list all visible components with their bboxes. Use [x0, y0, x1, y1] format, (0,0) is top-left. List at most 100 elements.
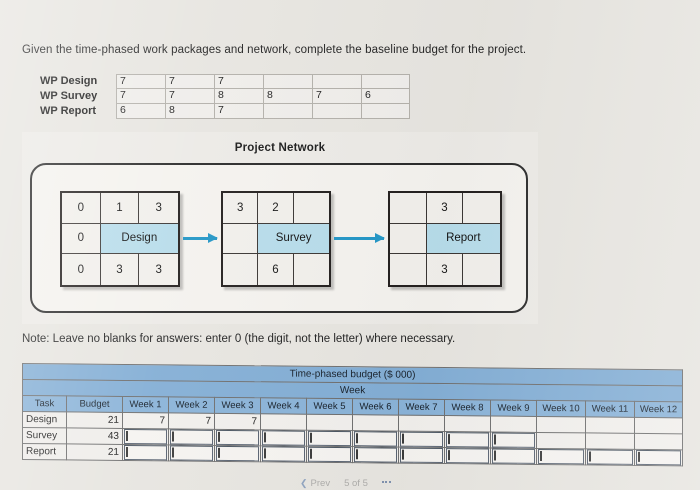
row-task-name: Report	[22, 443, 67, 460]
week-3-input[interactable]	[216, 429, 259, 446]
node-name-survey: Survey	[258, 223, 329, 255]
node-cell-lf	[294, 254, 329, 285]
node-cell-id: 3	[427, 254, 464, 285]
cell-week-4[interactable]	[260, 429, 307, 447]
node-cell-ef	[463, 193, 500, 224]
cell-week-2: 7	[168, 412, 215, 430]
cell-week-3[interactable]	[214, 429, 261, 446]
week-6-input[interactable]	[354, 447, 397, 463]
week-12-input[interactable]	[636, 449, 682, 466]
week-9-input[interactable]	[492, 448, 535, 464]
node-cell-ls: 0	[62, 254, 101, 285]
prev-button[interactable]: ❮ Prev	[300, 478, 330, 489]
cell-week-2[interactable]	[168, 428, 215, 446]
cell-week-10	[536, 432, 586, 449]
week-8-input[interactable]	[446, 448, 489, 464]
node-cell-lf: 3	[155, 263, 162, 276]
cell-week-8	[444, 415, 491, 432]
cell-week-5[interactable]	[306, 446, 353, 463]
wp-cell	[263, 104, 312, 119]
work-package-row: WP Design 7 7 7	[40, 74, 410, 89]
col-week-2: Week 2	[168, 396, 215, 414]
week-4-input[interactable]	[262, 430, 305, 446]
row-task-name: Design	[22, 411, 67, 428]
cell-week-8[interactable]	[444, 431, 491, 448]
week-3-input[interactable]	[216, 445, 259, 462]
week-2-input[interactable]	[170, 445, 213, 461]
node-cell-slack	[390, 223, 427, 255]
work-package-row: WP Survey 7 7 8 8 7 6	[40, 89, 410, 104]
week-7-input[interactable]	[400, 447, 443, 464]
cell-week-3: 7	[214, 413, 261, 430]
col-week-1: Week 1	[122, 396, 169, 413]
week-1-input[interactable]	[124, 428, 167, 445]
wp-cell: 6	[116, 104, 165, 119]
cell-week-1[interactable]	[122, 444, 169, 461]
cell-week-7[interactable]	[398, 447, 445, 464]
node-cell-dur: 3	[426, 193, 464, 224]
network-node-design: 0 1 3 0 Design 0 3 3	[60, 191, 180, 287]
network-frame: 0 1 3 0 Design 0 3 3 3 2 Surve	[30, 163, 528, 313]
col-week-6: Week 6	[352, 398, 399, 416]
wp-row-label: WP Report	[40, 105, 97, 117]
col-week-7: Week 7	[398, 399, 445, 416]
cell-week-10	[536, 416, 586, 433]
cell-week-12[interactable]	[634, 449, 683, 466]
week-1-input[interactable]	[124, 444, 167, 461]
week-9-input[interactable]	[492, 432, 535, 448]
node-cell-ls	[390, 254, 427, 285]
arrow-survey-to-report	[334, 233, 385, 243]
week-6-input[interactable]	[354, 431, 397, 447]
wp-row-cells: 7 7 7	[116, 74, 410, 89]
cell-week-3[interactable]	[214, 445, 261, 462]
col-week-4: Week 4	[260, 397, 307, 415]
node-cell-ls	[223, 254, 259, 285]
cell-week-9[interactable]	[490, 431, 537, 449]
wp-cell: 7	[116, 89, 165, 104]
cell-week-1[interactable]	[122, 428, 169, 445]
week-2-input[interactable]	[170, 429, 213, 445]
cell-week-4[interactable]	[260, 445, 307, 463]
week-11-input[interactable]	[587, 449, 633, 465]
wp-cell: 7	[165, 74, 214, 89]
grid-view-button[interactable]	[381, 481, 391, 486]
cell-week-4	[260, 413, 307, 431]
cell-week-6[interactable]	[352, 430, 399, 448]
prev-label: Prev	[310, 478, 331, 489]
wp-cell: 6	[361, 89, 410, 104]
col-task: Task	[22, 395, 67, 412]
bottom-navigation-bar: ❮ Prev 5 of 5	[0, 478, 700, 490]
row-task-name: Survey	[22, 427, 67, 444]
wp-cell: 7	[312, 89, 361, 104]
node-cell-id: 6	[258, 254, 294, 285]
week-7-input[interactable]	[400, 431, 443, 448]
cell-week-5[interactable]	[306, 430, 353, 447]
wp-cell: 7	[214, 74, 263, 89]
col-week-11: Week 11	[585, 400, 635, 418]
week-5-input[interactable]	[308, 430, 351, 447]
cell-week-2[interactable]	[168, 444, 215, 462]
cell-week-12	[634, 417, 683, 434]
cell-week-11[interactable]	[585, 448, 635, 466]
col-budget: Budget	[66, 395, 123, 413]
cell-week-7[interactable]	[398, 431, 445, 448]
node-cell-ef: 3	[139, 193, 178, 224]
week-5-input[interactable]	[308, 446, 351, 463]
cell-week-11	[585, 432, 635, 450]
week-10-input[interactable]	[538, 448, 584, 465]
cell-week-9[interactable]	[490, 447, 537, 465]
week-4-input[interactable]	[262, 446, 305, 462]
col-week-12: Week 12	[634, 401, 683, 418]
node-cell-slack	[223, 223, 259, 255]
week-8-input[interactable]	[446, 432, 489, 448]
arrow-design-to-survey	[183, 233, 218, 243]
wp-cell	[312, 74, 361, 89]
cell-week-6[interactable]	[352, 446, 399, 464]
wp-row-cells: 7 7 8 8 7 6	[116, 89, 410, 104]
row-budget-total: 43	[66, 427, 123, 445]
cell-week-11	[585, 416, 635, 434]
node-cell-id: 3	[101, 254, 140, 285]
cell-week-8[interactable]	[444, 447, 491, 464]
cell-week-10[interactable]	[536, 448, 586, 465]
col-week-9: Week 9	[490, 399, 537, 417]
